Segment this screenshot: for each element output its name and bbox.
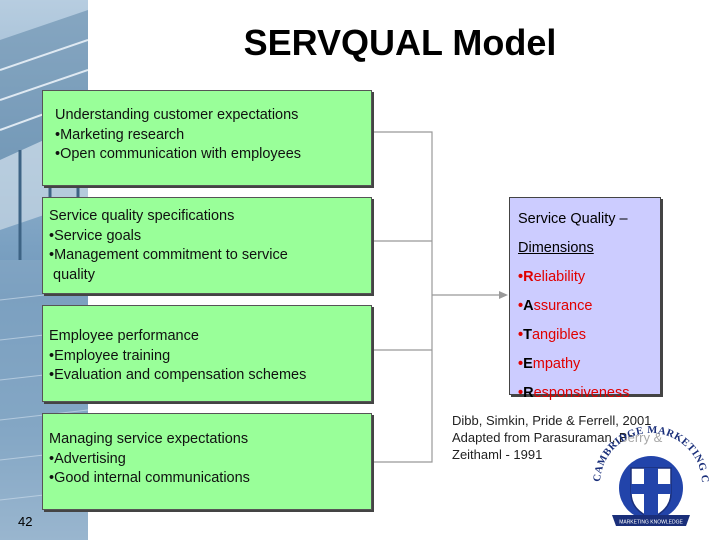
service-quality-box: Service Quality – Dimensions •Reliabilit… [509,197,661,401]
box-line: •Good internal communications [49,470,250,486]
box-line: •Employee training [49,347,171,364]
dimension-tangibles: •Tangibles [518,327,586,343]
dimension-responsiveness: •Responsiveness [518,385,630,401]
box-quality-specifications: Service quality specifications •Service … [42,197,372,294]
box-line: Understanding customer expectations [55,107,299,123]
svg-text:MARKETING KNOWLEDGE: MARKETING KNOWLEDGE [619,520,683,526]
box-line: Service quality specifications [49,208,235,224]
college-logo: CAMBRIDGE MARKETING COLLEGE MARKETING KN… [586,418,710,532]
dimension-reliability: •Reliability [518,269,586,285]
sq-heading: Service Quality – [518,211,628,227]
box-employee-performance: Employee performance •Employee training … [42,305,372,402]
slide-title: SERVQUAL Model [243,22,557,63]
box-line: •Service goals [49,227,142,244]
arrow-head [499,291,508,299]
reference-line: Dibb, Simkin, Pride & Ferrell, 2001 [452,413,652,428]
box-understanding-expectations: Understanding customer expectations •Mar… [42,90,372,186]
box-line: •Open communication with employees [55,146,302,162]
box-line: •Evaluation and compensation schemes [49,367,307,383]
box-line: quality [49,266,95,283]
sq-subheading: Dimensions [518,240,594,256]
dimension-assurance: •Assurance [518,298,593,314]
box-line: •Management commitment to service [49,247,288,263]
box-line: Employee performance [49,328,199,344]
page-number: 42 [18,514,33,529]
box-line: •Marketing research [55,126,185,143]
box-line: •Advertising [49,450,126,467]
box-line: Managing service expectations [49,431,249,447]
reference-line: Zeithaml - 1991 [452,447,543,462]
reference-citation: Dibb, Simkin, Pride & Ferrell, 2001 Adap… [452,412,692,463]
box-managing-expectations: Managing service expectations •Advertisi… [42,413,372,510]
dimension-empathy: •Empathy [518,356,581,372]
